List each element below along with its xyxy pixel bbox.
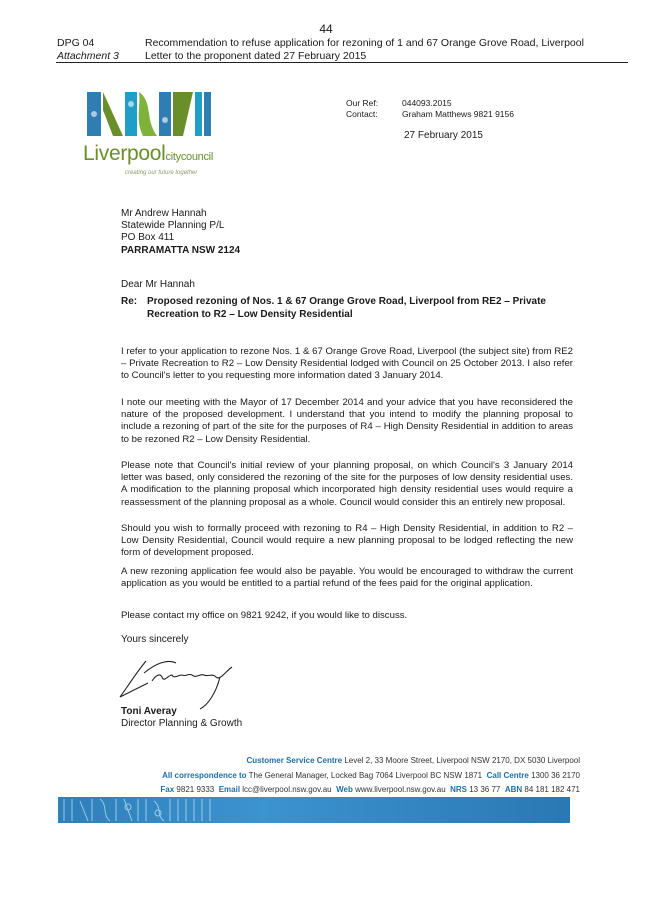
subject-prefix: Re: bbox=[121, 296, 138, 307]
closing: Yours sincerely bbox=[121, 634, 189, 645]
header-code: DPG 04 bbox=[57, 37, 95, 49]
fax-label: Fax bbox=[160, 785, 175, 794]
web-value: www.liverpool.nsw.gov.au bbox=[355, 785, 446, 794]
call-value: 1300 36 2170 bbox=[531, 770, 580, 780]
contact-value: Graham Matthews 9821 9156 bbox=[402, 109, 514, 119]
web-label: Web bbox=[336, 785, 353, 794]
signature-icon bbox=[119, 660, 233, 710]
logo-tagline: creating our future together bbox=[125, 170, 198, 176]
letter-date: 27 February 2015 bbox=[404, 130, 483, 141]
reference-block: Our Ref: 044093.2015 Contact: Graham Matth… bbox=[346, 98, 514, 120]
call-label: Call Centre bbox=[486, 770, 529, 780]
email-value: lcc@liverpool.nsw.gov.au bbox=[242, 785, 332, 794]
header-title: Recommendation to refuse application for… bbox=[145, 37, 584, 49]
council-logo-icon bbox=[87, 92, 211, 136]
document-header: DPG 04 Recommendation to refuse applicat… bbox=[57, 37, 627, 63]
contact-label: Contact: bbox=[346, 109, 378, 119]
recipient-name: Mr Andrew Hannah bbox=[121, 208, 207, 219]
corr-value: The General Manager, Locked Bag 7064 Liv… bbox=[248, 770, 483, 780]
our-ref-value: 044093.2015 bbox=[402, 98, 452, 108]
footer-brand-band bbox=[58, 797, 570, 823]
paragraph-5: A new rezoning application fee would als… bbox=[121, 566, 573, 590]
header-divider bbox=[56, 62, 628, 63]
recipient-address: Mr Andrew Hannah Statewide Planning P/L … bbox=[121, 208, 240, 257]
header-subtitle: Letter to the proponent dated 27 Februar… bbox=[145, 50, 367, 62]
paragraph-1: I refer to your application to rezone No… bbox=[121, 346, 573, 382]
paragraph-3: Please note that Council's initial revie… bbox=[121, 460, 573, 508]
fax-value: 9821 9333 bbox=[176, 785, 215, 794]
corr-label: All correspondence to bbox=[162, 770, 247, 780]
csc-label: Customer Service Centre bbox=[246, 756, 343, 765]
recipient-po-box: PO Box 411 bbox=[121, 232, 175, 244]
csc-value: Level 2, 33 Moore Street, Liverpool NSW … bbox=[344, 756, 580, 765]
salutation: Dear Mr Hannah bbox=[121, 279, 195, 290]
page-number: 44 bbox=[319, 22, 333, 36]
signatory-name: Toni Averay bbox=[121, 706, 177, 717]
paragraph-4: Should you wish to formally proceed with… bbox=[121, 523, 573, 559]
nrs-value: 13 36 77 bbox=[469, 785, 501, 794]
recipient-company: Statewide Planning P/L bbox=[121, 220, 225, 232]
logo-word: Liverpool bbox=[83, 142, 166, 165]
abn-label: ABN bbox=[504, 785, 523, 794]
paragraph-6: Please contact my office on 9821 9242, i… bbox=[121, 610, 408, 621]
band-pattern-icon bbox=[63, 798, 211, 822]
our-ref-label: Our Ref: bbox=[346, 98, 379, 108]
abn-value: 84 181 182 471 bbox=[524, 785, 580, 794]
nrs-label: NRS bbox=[450, 785, 467, 794]
email-label: Email bbox=[218, 785, 241, 794]
subject-line-1: Proposed rezoning of Nos. 1 & 67 Orange … bbox=[147, 296, 546, 307]
subject-line: Re: Proposed rezoning of Nos. 1 & 67 Ora… bbox=[121, 296, 571, 321]
logo-suffix: citycouncil bbox=[165, 151, 214, 163]
council-logo-text: Liverpoolcitycouncil bbox=[83, 142, 213, 166]
header-attachment: Attachment 3 bbox=[57, 50, 119, 62]
signatory-title: Director Planning & Growth bbox=[121, 718, 243, 729]
recipient-city: PARRAMATTA NSW 2124 bbox=[121, 244, 241, 256]
subject-line-2: Recreation to R2 – Low Density Residenti… bbox=[147, 308, 353, 320]
footer-contact: Customer Service Centre Level 2, 33 Moor… bbox=[160, 754, 580, 798]
paragraph-2: I note our meeting with the Mayor of 17 … bbox=[121, 397, 573, 445]
